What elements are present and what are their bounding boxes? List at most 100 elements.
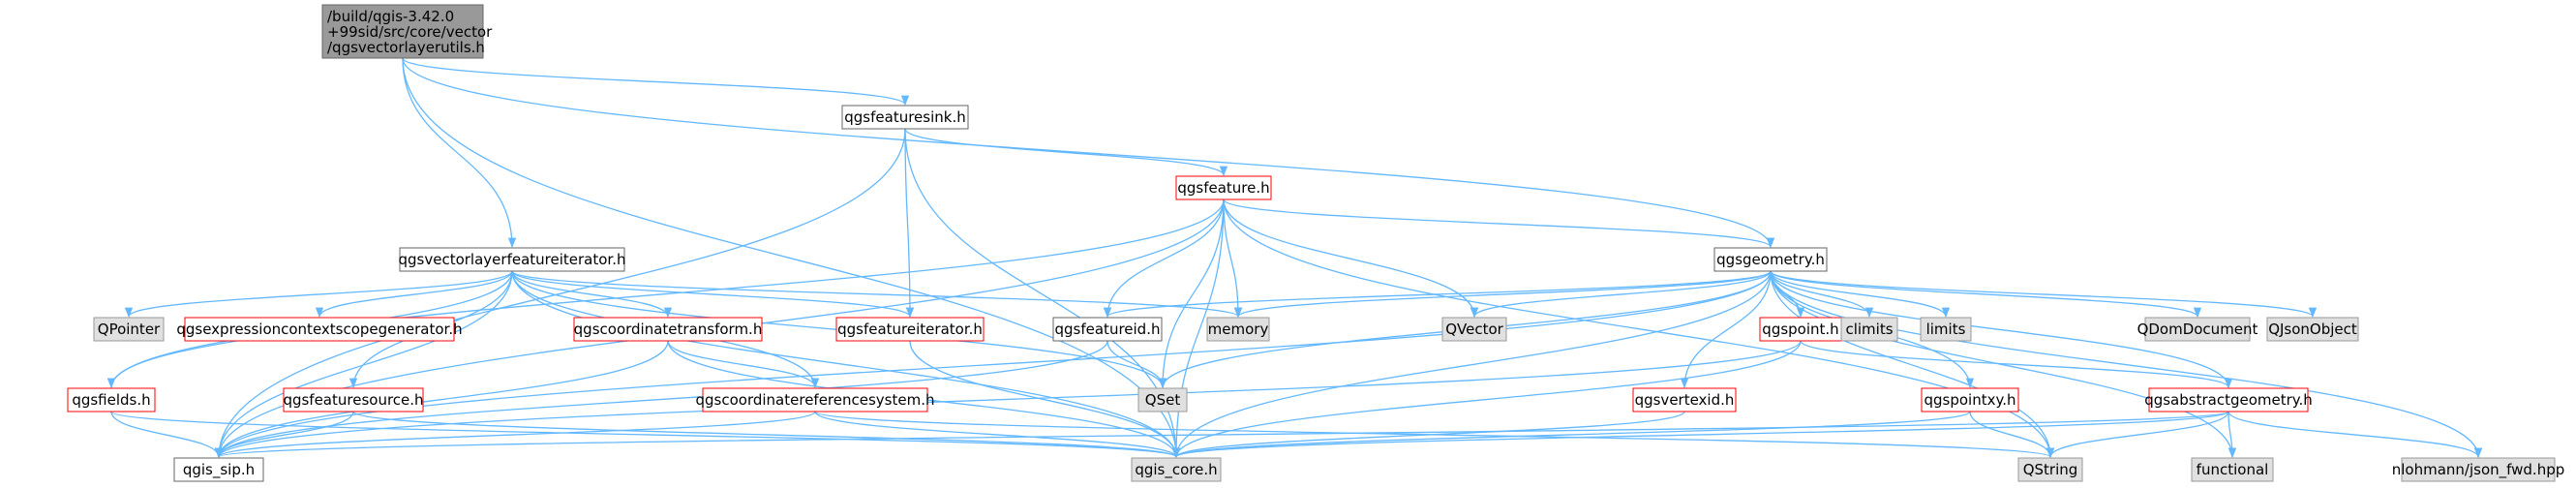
node-geometry[interactable]: qgsgeometry.h — [1713, 247, 1828, 272]
node-vertexid[interactable]: qgsvertexid.h — [1632, 387, 1737, 413]
node-label: qgsgeometry.h — [1716, 251, 1825, 268]
edge-geometry-to-featureid — [1104, 270, 1772, 319]
edge-point-to-core — [1171, 340, 1802, 459]
node-label: qgsfeaturesource.h — [283, 391, 423, 409]
edge-geometry-to-absgeom — [1770, 270, 2233, 389]
node-label: qgis_core.h — [1135, 461, 1217, 479]
edge-featureid-to-sip — [214, 340, 1108, 459]
node-qdomdoc[interactable]: QDomDocument — [2137, 317, 2258, 342]
node-climits[interactable]: climits — [1840, 317, 1898, 342]
edge-crs-to-sip — [215, 411, 816, 459]
node-box — [2191, 457, 2274, 482]
node-point[interactable]: qgspoint.h — [1759, 317, 1842, 342]
node-box — [1175, 175, 1272, 200]
node-box — [841, 105, 969, 130]
node-box — [173, 457, 264, 482]
edge-vertexid-to-core — [1172, 411, 1685, 459]
edge-vlfi-to-qpointer — [125, 270, 513, 319]
node-root[interactable]: /build/qgis-3.42.0+99sid/src/core/vector… — [321, 4, 493, 59]
edge-geometry-to-vertexid — [1680, 270, 1772, 389]
node-label: QString — [2023, 461, 2078, 478]
node-box — [93, 317, 165, 342]
node-pointxy[interactable]: qgspointxy.h — [1921, 387, 2019, 413]
node-label: /build/qgis-3.42.0 — [327, 8, 454, 25]
edges — [106, 57, 2483, 459]
edge-featuresink-to-featiter — [904, 128, 915, 319]
node-box — [835, 317, 985, 342]
edge-geometry-to-memory — [1234, 270, 1772, 319]
edge-pointxy-to-core — [1172, 411, 1971, 459]
node-core[interactable]: qgis_core.h — [1131, 457, 1222, 482]
node-limits[interactable]: limits — [1920, 317, 1972, 342]
edge-feature-to-core — [1171, 199, 1225, 459]
node-label: qgsfields.h — [72, 391, 150, 409]
node-label: qgsfeature.h — [1177, 179, 1269, 197]
edge-vlfi-to-memory — [511, 270, 1242, 319]
node-box — [184, 317, 455, 342]
edge-feature-to-memory — [1223, 199, 1243, 319]
node-coordtrans[interactable]: qgscoordinatetransform.h — [573, 317, 763, 342]
edge-feature-to-geometry — [1223, 199, 1774, 249]
node-absgeom[interactable]: qgsabstractgeometry.h — [2144, 387, 2313, 413]
edge-root-to-core — [402, 57, 1181, 459]
edge-absgeom-to-json — [2227, 411, 2483, 459]
edge-vlfi-to-featiter — [511, 270, 914, 319]
node-exprctx[interactable]: qgsexpressioncontextscopegenerator.h — [176, 317, 463, 342]
edge-geometry-to-qstring — [1770, 270, 2055, 459]
node-label: limits — [1926, 321, 1966, 338]
node-label: qgis_sip.h — [183, 461, 255, 479]
edge-geometry-to-limits — [1770, 270, 1951, 319]
node-box — [321, 4, 484, 59]
node-box — [1920, 317, 1972, 342]
edge-feature-to-fields — [106, 199, 1225, 389]
edge-featsource-to-core — [352, 411, 1180, 459]
node-label: QVector — [1445, 321, 1503, 338]
node-label: +99sid/src/core/vector — [327, 23, 493, 41]
node-box — [1921, 387, 2019, 413]
node-label: QSet — [1145, 391, 1181, 409]
node-box — [1759, 317, 1842, 342]
node-featuresink[interactable]: qgsfeaturesink.h — [841, 105, 969, 130]
node-label: QJsonObject — [2268, 321, 2357, 338]
edge-point-to-absgeom — [1800, 340, 2232, 389]
node-box — [1206, 317, 1270, 342]
edge-point-to-sip — [215, 340, 1802, 459]
node-vlfi[interactable]: qgsvectorlayerfeatureiterator.h — [399, 247, 626, 272]
node-label: qgsfeaturesink.h — [844, 108, 965, 126]
node-qstring[interactable]: QString — [2017, 457, 2083, 482]
edge-crs-to-core — [814, 411, 1181, 459]
node-qset[interactable]: QSet — [1137, 387, 1188, 413]
node-qjson[interactable]: QJsonObject — [2266, 317, 2359, 342]
node-box — [1632, 387, 1737, 413]
nodes: /build/qgis-3.42.0+99sid/src/core/vector… — [67, 4, 2565, 482]
node-label: qgsfeatureid.h — [1055, 321, 1161, 338]
node-label: memory — [1208, 321, 1269, 338]
node-functional[interactable]: functional — [2191, 457, 2274, 482]
node-feature[interactable]: qgsfeature.h — [1175, 175, 1272, 200]
node-memory[interactable]: memory — [1206, 317, 1270, 342]
node-featsource[interactable]: qgsfeaturesource.h — [283, 387, 424, 413]
node-box — [1441, 317, 1507, 342]
node-label: qgsfeatureiterator.h — [837, 321, 983, 338]
node-sip[interactable]: qgis_sip.h — [173, 457, 264, 482]
edge-featsource-to-sip — [214, 411, 354, 459]
edge-featuresink-to-sip — [214, 128, 906, 459]
node-box — [399, 247, 625, 272]
node-json[interactable]: nlohmann/json_fwd.hpp — [2392, 457, 2565, 482]
node-crs[interactable]: qgscoordinatereferencesystem.h — [696, 387, 935, 413]
node-label: qgscoordinatereferencesystem.h — [696, 391, 935, 409]
node-qpointer[interactable]: QPointer — [93, 317, 165, 342]
node-featiter[interactable]: qgsfeatureiterator.h — [835, 317, 985, 342]
node-label: qgsvertexid.h — [1635, 391, 1735, 409]
node-featureid[interactable]: qgsfeatureid.h — [1052, 317, 1163, 342]
node-qvector[interactable]: QVector — [1441, 317, 1507, 342]
node-label: qgsvectorlayerfeatureiterator.h — [399, 251, 626, 268]
node-label: climits — [1845, 321, 1893, 338]
node-label: qgsexpressioncontextscopegenerator.h — [176, 321, 462, 338]
edge-feature-to-qset — [1158, 199, 1225, 389]
edge-feature-to-qvector — [1223, 199, 1479, 319]
node-box — [283, 387, 424, 413]
node-box — [1137, 387, 1188, 413]
node-fields[interactable]: qgsfields.h — [67, 387, 156, 413]
